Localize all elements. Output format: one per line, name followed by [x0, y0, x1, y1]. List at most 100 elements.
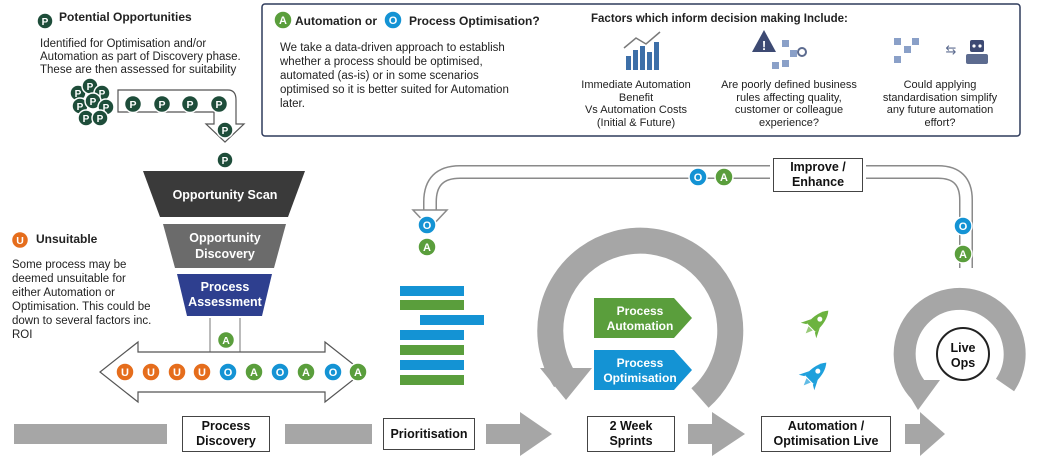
- o-badge: O: [323, 362, 343, 382]
- warning-icon-triangle: [752, 30, 776, 52]
- a-badge-letter: A: [222, 335, 230, 347]
- chart-icon-bar: [640, 46, 645, 70]
- sprint-optimisation-label: Optimisation: [603, 371, 676, 385]
- stage-improve-enhance: Improve /Enhance: [773, 158, 863, 192]
- u-badge: U: [167, 362, 187, 382]
- p-badge-letter: P: [90, 97, 97, 108]
- priority-bar: [400, 360, 464, 370]
- unsuitable-line: Some process may be: [12, 259, 127, 271]
- factor-line: standardisation simplify: [882, 91, 998, 104]
- p-badge: P: [216, 151, 234, 169]
- p-badge: P: [216, 121, 234, 139]
- sprint-automation-chevron: [594, 298, 692, 338]
- p-badge-letter: P: [215, 99, 222, 111]
- priority-bar: [400, 375, 464, 385]
- o-badge-letter: O: [389, 15, 398, 27]
- u-badge: U: [10, 230, 30, 250]
- a-badge-circle: [244, 362, 264, 382]
- p-badge-letter: P: [99, 89, 106, 100]
- p-badge-circle: [216, 121, 234, 139]
- a-badge-circle: [714, 167, 734, 187]
- p-badge: P: [152, 94, 172, 114]
- rocket-window: [817, 316, 823, 322]
- o-badge: O: [688, 167, 708, 187]
- priority-bar: [400, 300, 464, 310]
- chart-icon-line: [623, 31, 661, 49]
- flow-icon-box: [894, 56, 901, 63]
- robot-head: [970, 40, 984, 52]
- funnel-middle: [163, 224, 286, 268]
- p-badge: P: [91, 109, 109, 127]
- p-badge-letter: P: [129, 99, 136, 111]
- factor-line: customer or colleague: [734, 104, 844, 116]
- sprint-automation-label: Process: [617, 304, 664, 318]
- unsuitable-line: down to several factors inc.: [12, 315, 152, 327]
- panel-text: We take a data-driven approach to establ…: [280, 41, 509, 111]
- p-badge-letter: P: [75, 89, 82, 100]
- p-badge-letter: P: [103, 103, 110, 114]
- u-badge-circle: [141, 362, 161, 382]
- p-badge-letter: P: [158, 99, 165, 111]
- a-badge-letter: A: [279, 15, 287, 27]
- u-badge: U: [192, 362, 212, 382]
- o-badge-letter: O: [276, 367, 285, 379]
- priority-bar: [400, 286, 464, 296]
- factor-line: (Initial & Future): [596, 116, 676, 129]
- o-badge: O: [270, 362, 290, 382]
- funnel-label-assessment: Process: [201, 280, 250, 294]
- a-badge: A: [244, 362, 264, 382]
- a-badge: A: [417, 237, 437, 257]
- robot-eye: [978, 44, 982, 48]
- live-ops-cycle-arrowhead: [900, 380, 940, 410]
- funnel-top: [143, 171, 305, 217]
- potential-line: These are then assessed for suitability: [40, 64, 237, 76]
- u-badge-letter: U: [16, 235, 24, 247]
- warning-icon-mark: !: [762, 38, 766, 53]
- a-badge-circle: [953, 244, 973, 264]
- factor-2-text: Are poorly defined business rules affect…: [714, 79, 864, 129]
- factor-line: Benefit: [618, 91, 654, 104]
- u-badge: U: [115, 362, 135, 382]
- rocket-icon: [800, 310, 829, 339]
- o-badge: O: [383, 10, 403, 30]
- a-badge-letter: A: [302, 367, 310, 379]
- potential-text: Identified for Optimisation and/or Autom…: [40, 38, 241, 77]
- robot-body: [966, 54, 988, 64]
- factor-line: Vs Automation Costs: [584, 104, 688, 116]
- o-badge: O: [218, 362, 238, 382]
- live-ops-label: Live: [950, 341, 975, 355]
- p-badge-letter: P: [222, 126, 229, 137]
- p-badge-letter: P: [222, 156, 229, 167]
- a-badge: A: [216, 330, 236, 350]
- o-badge-circle: [323, 362, 343, 382]
- a-badge-circle: [273, 10, 293, 30]
- a-badge-letter: A: [250, 367, 258, 379]
- u-badge: U: [141, 362, 161, 382]
- funnel-label-assessment: Assessment: [188, 295, 262, 309]
- unsuitable-line: either Automation or: [12, 287, 115, 299]
- u-badge-letter: U: [198, 367, 206, 379]
- o-badge-letter: O: [423, 220, 432, 232]
- p-badge-letter: P: [83, 114, 90, 125]
- p-badge-circle: [180, 94, 200, 114]
- a-badge-circle: [296, 362, 316, 382]
- o-badge-letter: O: [329, 367, 338, 379]
- flow-icon-box: [904, 46, 911, 53]
- p-badge-letter: P: [97, 114, 104, 125]
- potential-title: Potential Opportunities: [59, 10, 192, 24]
- o-badge: O: [953, 216, 973, 236]
- rocket-flame: [803, 378, 811, 386]
- panel-title-automation: Automation or: [295, 14, 377, 28]
- unsuitable-line: deemed unsuitable for: [12, 273, 126, 285]
- u-badge-letter: U: [147, 367, 155, 379]
- panel-line: later.: [280, 98, 305, 110]
- rocket-body: [805, 362, 827, 384]
- panel-line: automated (as-is) or in some scenarios: [280, 70, 479, 82]
- warning-flow-icon: !: [752, 30, 807, 69]
- factor-line: effort?: [924, 116, 956, 129]
- robot-flow-icon: ⇆: [894, 38, 988, 64]
- potential-line: Automation as part of Discovery phase.: [40, 51, 241, 63]
- baseline-arrow: [486, 412, 552, 456]
